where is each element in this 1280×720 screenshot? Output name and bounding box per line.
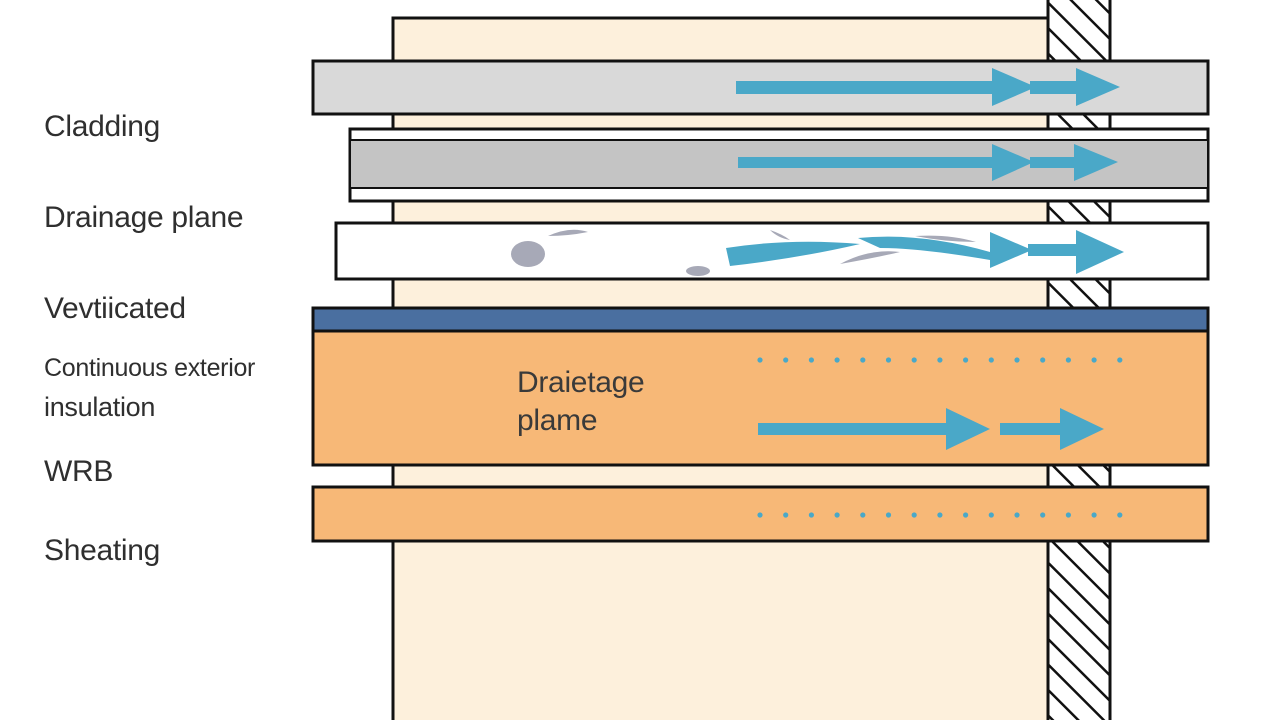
wrb-layer <box>311 306 1210 333</box>
label-cladding: Cladding <box>44 110 161 143</box>
flow-dot <box>783 512 789 518</box>
drainage-arrow-icon <box>738 144 1118 181</box>
flow-dot <box>885 357 892 363</box>
air-swirl-icon <box>511 229 1124 276</box>
flow-dot <box>808 357 815 363</box>
inline-drainage-line2: plame <box>517 403 598 437</box>
flow-dot <box>911 512 917 518</box>
flow-dot <box>988 357 994 363</box>
dotted-line-top <box>757 357 1123 363</box>
flow-dot <box>937 357 943 363</box>
label-ventilated: Vevtiicated <box>44 292 186 325</box>
flow-dot <box>1091 512 1097 518</box>
flow-dot <box>757 512 763 518</box>
label-wrb: WRB <box>44 455 114 488</box>
flow-dot <box>988 512 994 518</box>
inline-drainage-line1: Draietage <box>517 366 645 399</box>
flow-dot <box>1065 357 1071 363</box>
label-insulation-line1: Continuous exterior <box>44 354 256 382</box>
flow-dot <box>885 512 892 518</box>
flow-dot <box>860 357 866 363</box>
flow-dot <box>911 357 917 363</box>
flow-dot <box>1117 512 1123 518</box>
flow-dot <box>783 357 789 363</box>
insulation-arrow-icon <box>758 408 1104 450</box>
label-insulation-line2: insulation <box>44 392 156 422</box>
flow-dot <box>1040 512 1046 518</box>
flow-dot <box>834 357 840 363</box>
insulation-layer <box>311 329 1210 467</box>
flow-dot <box>1117 357 1123 363</box>
flow-dot <box>963 512 969 518</box>
flow-dot <box>1091 357 1097 363</box>
flow-dot <box>1040 357 1046 363</box>
cladding-arrow-icon <box>736 68 1120 106</box>
flow-dot <box>963 357 969 363</box>
flow-dot <box>860 512 866 518</box>
flow-dot <box>834 512 840 518</box>
flow-dot <box>808 512 815 518</box>
flow-dot <box>1014 512 1020 518</box>
label-sheathing: Sheating <box>44 534 161 567</box>
dotted-line-bottom <box>757 512 1123 518</box>
inline-drainage-label: Draietage plame <box>517 364 645 439</box>
label-drainage-plane: Drainage plane <box>44 201 244 234</box>
flow-dot <box>757 357 763 363</box>
flow-dot <box>1014 357 1020 363</box>
flow-dot <box>1065 512 1071 518</box>
flow-dot <box>937 512 943 518</box>
sheathing-layer <box>311 485 1210 543</box>
